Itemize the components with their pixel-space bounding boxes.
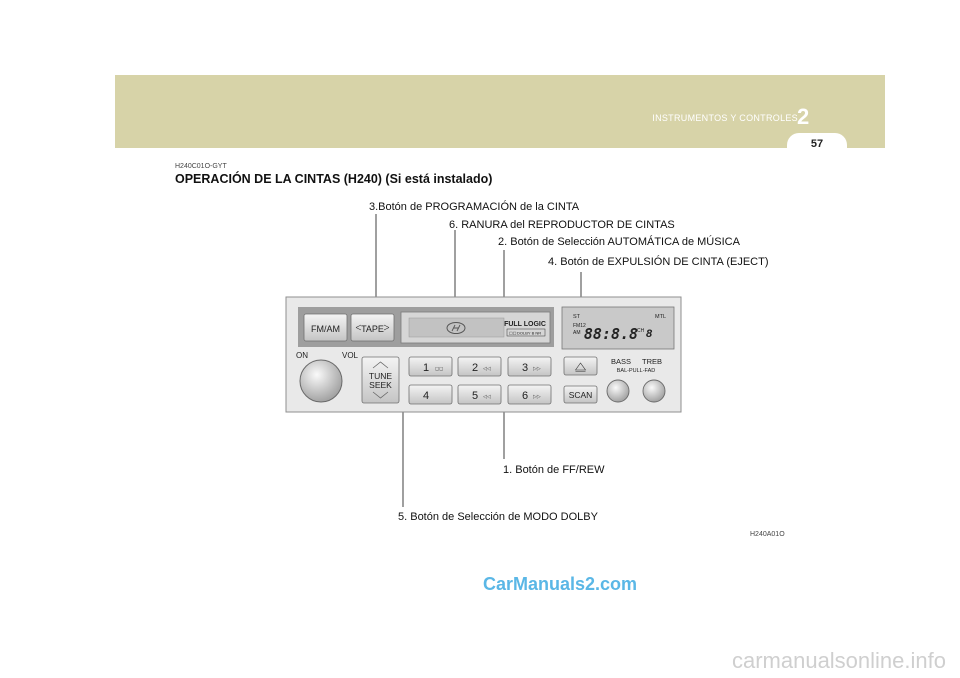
display-st: ST — [573, 314, 581, 320]
figure-code: H240A01O — [750, 531, 785, 538]
page-tab — [787, 133, 847, 157]
preset-label-6: 6 — [522, 390, 528, 402]
display-panel — [561, 306, 675, 350]
fast-forward-icon: ▷▷ — [533, 394, 541, 400]
seek-label: SEEK — [369, 380, 392, 390]
on-label: ON — [296, 351, 308, 360]
preset-button-6[interactable] — [507, 384, 552, 405]
header-band — [115, 75, 885, 148]
preset-button-5[interactable] — [457, 384, 502, 405]
full-logic-label: FULL LOGIC — [504, 321, 546, 328]
tape-button[interactable] — [350, 313, 395, 342]
tape-label: TAPE — [361, 324, 384, 334]
callout-auto-music-button: 2. Botón de Selección AUTOMÁTICA de MÚSI… — [498, 236, 740, 248]
preset-label-2: 2 — [472, 362, 478, 374]
dolby-icon: ◻◻ — [509, 331, 517, 336]
preset-button-2[interactable] — [457, 356, 502, 377]
callout-eject-button: 4. Botón de EXPULSIÓN DE CINTA (EJECT) — [548, 256, 769, 268]
preset-label-1: 1 — [423, 362, 429, 374]
rewind-arrow-icon — [355, 324, 362, 331]
preset-button-1[interactable] — [408, 356, 453, 377]
rewind-icon: ◁◁ — [483, 394, 491, 400]
callout-dolby-button: 5. Botón de Selección de MODO DOLBY — [398, 511, 598, 523]
scan-label: SCAN — [569, 390, 593, 400]
preset-button-4[interactable] — [408, 384, 453, 405]
dolby-box — [506, 328, 546, 337]
doc-code: H240C01O-GYT — [175, 163, 227, 170]
footer-watermark: carmanualsonline.info — [731, 648, 946, 673]
display-mtl: MTL — [655, 314, 666, 320]
dolby-mode-icon: ◻◻ — [435, 366, 443, 372]
section-title: INSTRUMENTOS Y CONTROLES — [652, 113, 798, 123]
fm-am-label: FM/AM — [311, 324, 340, 334]
eject-icon — [574, 362, 587, 372]
auto-music-forward-icon: ▷▷ — [533, 366, 541, 372]
brand-logo-icon — [446, 322, 466, 334]
tape-slot-door — [408, 317, 505, 338]
tune-seek-button[interactable] — [361, 356, 400, 404]
auto-music-icon: ◁◁ — [483, 366, 491, 372]
bass-knob[interactable] — [606, 379, 630, 403]
display-ch-digit: 8 — [646, 328, 653, 340]
display-am: AM — [573, 330, 581, 336]
bass-label: BASS — [611, 357, 631, 366]
display-digits: 88:8.8 — [584, 325, 638, 343]
preset-label-3: 3 — [522, 362, 528, 374]
carmanuals-watermark: CarManuals2.com — [483, 574, 638, 594]
display-fm12: FM12 — [573, 323, 586, 329]
treb-label: TREB — [642, 357, 662, 366]
preset-button-3[interactable] — [507, 356, 552, 377]
scan-button[interactable] — [563, 385, 598, 404]
fm-am-button[interactable] — [303, 313, 348, 342]
page-number: 57 — [810, 138, 824, 150]
preset-label-4: 4 — [423, 390, 429, 402]
callout-tape-slot: 6. RANURA del REPRODUCTOR DE CINTAS — [449, 219, 675, 231]
tune-label: TUNE — [369, 371, 392, 381]
eject-button[interactable] — [563, 356, 598, 376]
doc-title: OPERACIÓN DE LA CINTAS (H240) (Si está i… — [175, 172, 493, 186]
forward-arrow-icon — [383, 324, 390, 331]
tune-down-icon — [372, 391, 389, 399]
callout-program-button: 3.Botón de PROGRAMACIÓN de la CINTA — [369, 201, 580, 213]
treble-knob[interactable] — [642, 379, 666, 403]
display-ch: CH — [637, 328, 645, 334]
bal-fad-label: BAL-PULL-FAD — [617, 368, 656, 374]
volume-knob[interactable] — [299, 359, 343, 403]
dolby-label: DOLBY B NR — [517, 331, 541, 336]
tune-up-icon — [372, 361, 389, 369]
vol-label: VOL — [342, 351, 359, 360]
preset-label-5: 5 — [472, 390, 478, 402]
section-number: 2 — [797, 104, 810, 129]
callout-ff-rew-button: 1. Botón de FF/REW — [503, 464, 605, 476]
